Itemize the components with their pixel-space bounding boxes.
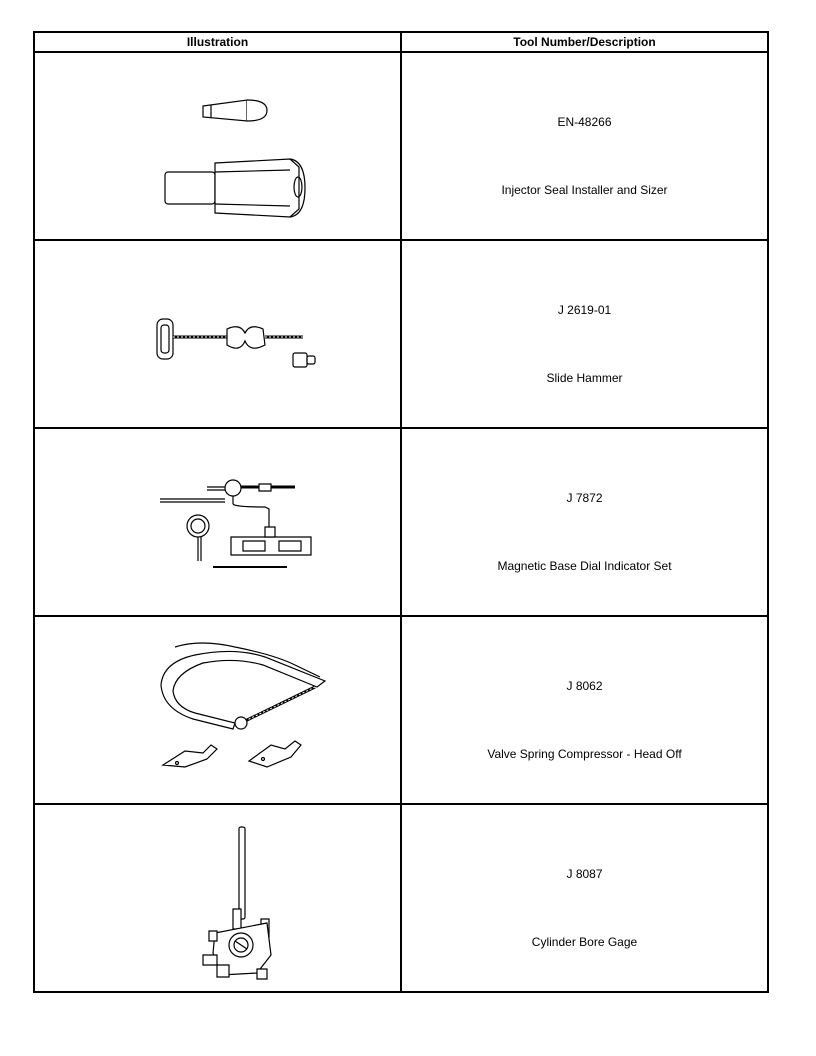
dial-indicator-set-illustration	[35, 429, 439, 615]
tool-number: J 2619-01	[557, 303, 612, 317]
tool-description: Slide Hammer	[546, 371, 623, 385]
tool-description: Valve Spring Compressor - Head Off	[487, 747, 682, 761]
tool-header: Tool Number/Description	[400, 31, 769, 53]
tool-table: Illustration Tool Number/Description	[33, 31, 769, 993]
tool-cell: J 7872 Magnetic Base Dial Indicator Set	[400, 427, 769, 617]
tool-description: Magnetic Base Dial Indicator Set	[497, 559, 672, 573]
illustration-cell	[33, 615, 402, 805]
tool-number: J 7872	[566, 491, 603, 505]
injector-seal-installer-illustration	[35, 53, 439, 239]
tool-number: J 8087	[566, 867, 603, 881]
table-row: J 8062 Valve Spring Compressor - Head Of…	[33, 615, 769, 805]
tool-description: Injector Seal Installer and Sizer	[501, 183, 668, 197]
tool-description: Cylinder Bore Gage	[531, 935, 638, 949]
illustration-header: Illustration	[33, 31, 402, 53]
illustration-cell	[33, 51, 402, 241]
illustration-cell	[33, 239, 402, 429]
bore-gage-illustration	[35, 805, 439, 991]
tool-cell: J 8062 Valve Spring Compressor - Head Of…	[400, 615, 769, 805]
table-row: J 7872 Magnetic Base Dial Indicator Set	[33, 427, 769, 617]
table-row: EN-48266 Injector Seal Installer and Siz…	[33, 51, 769, 241]
tool-cell: EN-48266 Injector Seal Installer and Siz…	[400, 51, 769, 241]
slide-hammer-illustration	[35, 241, 439, 427]
tool-cell: J 8087 Cylinder Bore Gage	[400, 803, 769, 993]
tool-number: EN-48266	[557, 115, 612, 129]
table-row: J 8087 Cylinder Bore Gage	[33, 803, 769, 993]
valve-spring-compressor-illustration	[35, 617, 439, 803]
illustration-cell	[33, 803, 402, 993]
illustration-cell	[33, 427, 402, 617]
table-row: J 2619-01 Slide Hammer	[33, 239, 769, 429]
table-header-row: Illustration Tool Number/Description	[33, 31, 769, 53]
tool-cell: J 2619-01 Slide Hammer	[400, 239, 769, 429]
tool-number: J 8062	[566, 679, 603, 693]
